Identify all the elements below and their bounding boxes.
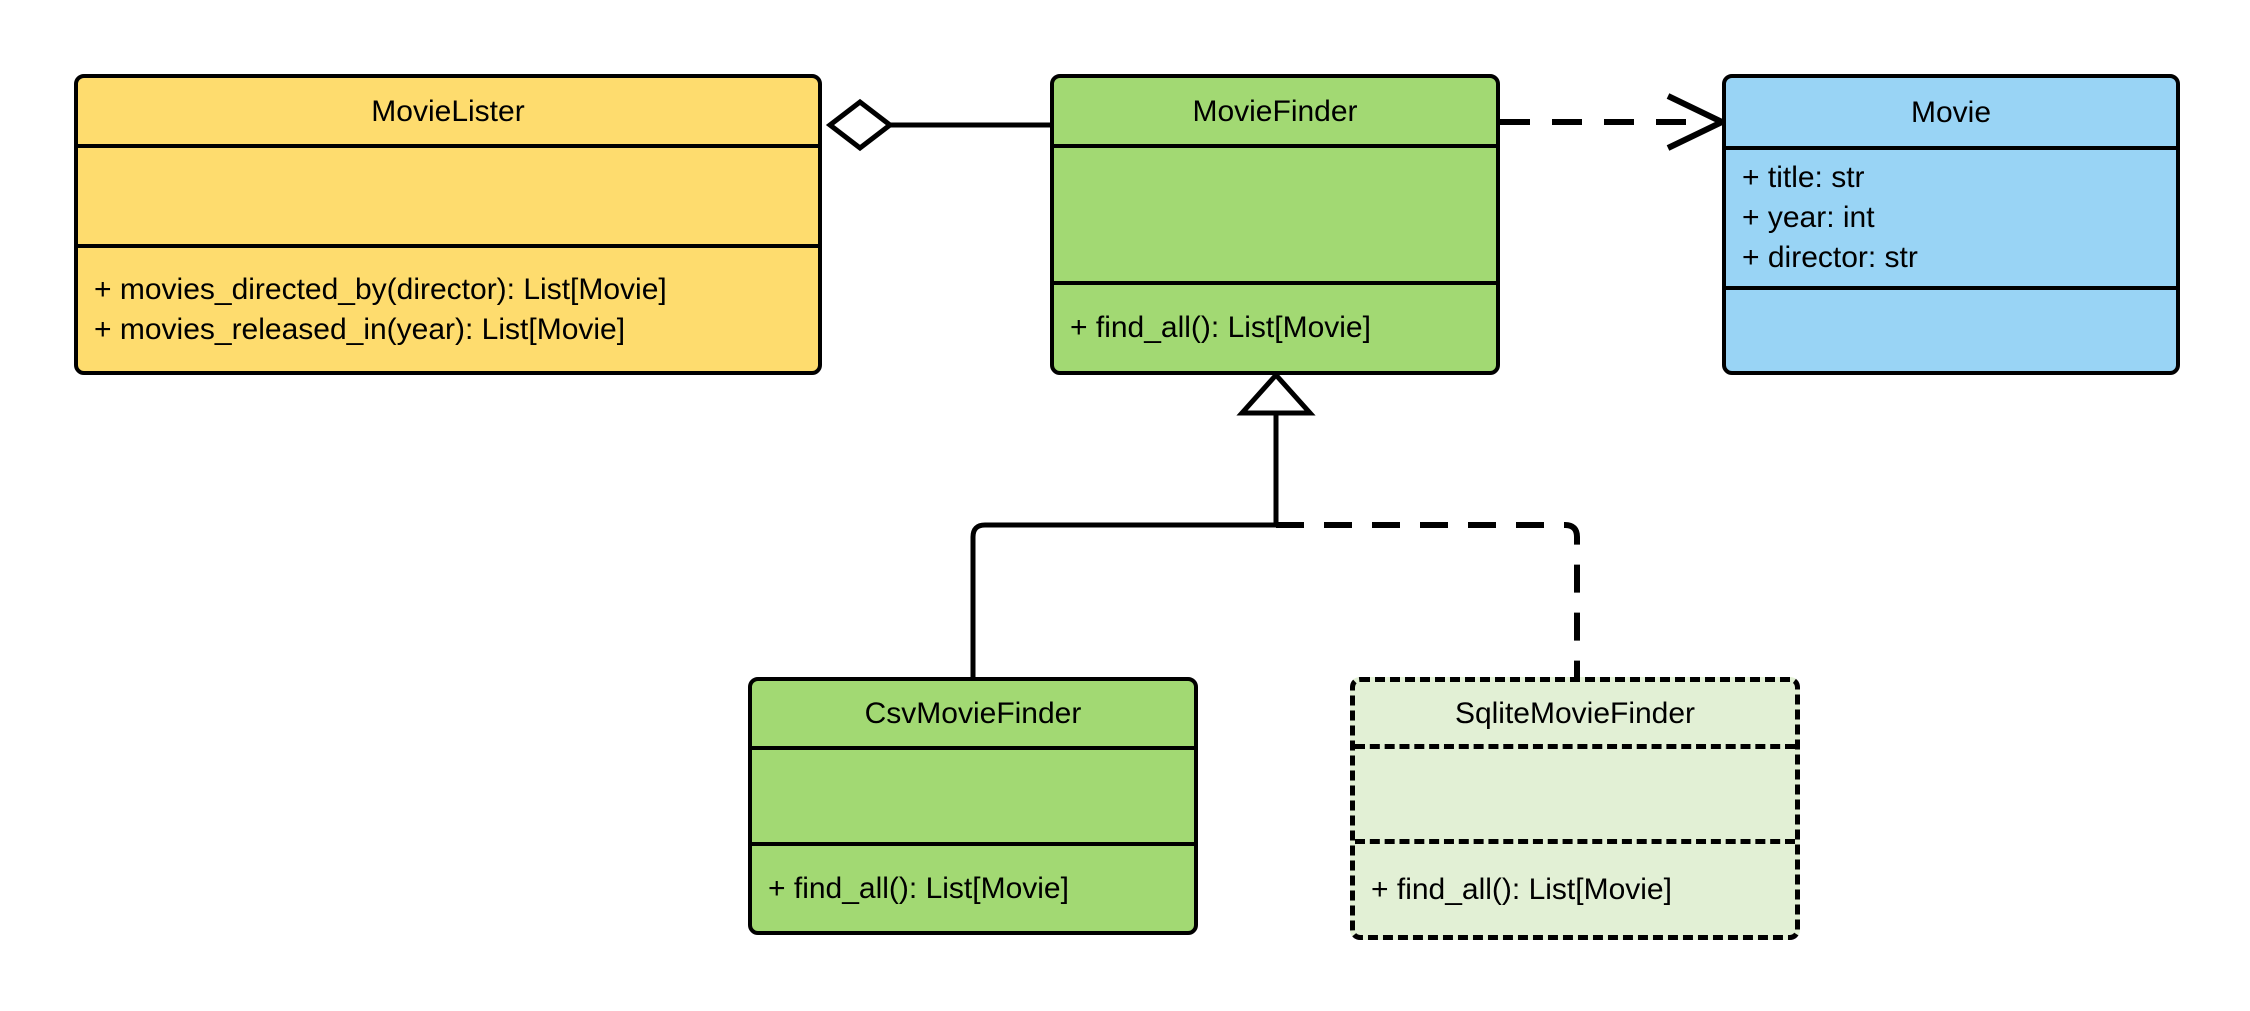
attributes-list: + title: str + year: int + director: str: [1726, 158, 2176, 278]
class-box-sqlite-movie-finder[interactable]: SqliteMovieFinder + find_all(): List[Mov…: [1350, 677, 1800, 940]
class-box-movie-lister[interactable]: MovieLister + movies_directed_by(directo…: [74, 74, 822, 375]
open-arrow-marker: [1666, 93, 1729, 151]
class-box-csv-movie-finder[interactable]: CsvMovieFinder + find_all(): List[Movie]: [748, 677, 1198, 935]
method-item: + find_all(): List[Movie]: [768, 871, 1069, 905]
attribute-item: + director: str: [1742, 240, 1918, 274]
class-name-compartment: CsvMovieFinder: [752, 681, 1194, 746]
class-name-label: CsvMovieFinder: [864, 697, 1082, 730]
class-name-compartment: MovieFinder: [1054, 78, 1496, 144]
method-item: + find_all(): List[Movie]: [1070, 311, 1371, 345]
methods-list: + find_all(): List[Movie]: [1355, 870, 1795, 910]
attributes-compartment: [78, 144, 818, 244]
attribute-item: + title: str: [1742, 161, 1865, 195]
attributes-compartment: [1054, 144, 1496, 281]
methods-compartment: + find_all(): List[Movie]: [752, 842, 1194, 931]
hollow-triangle-marker: [1236, 371, 1316, 416]
methods-list: + find_all(): List[Movie]: [1054, 308, 1496, 348]
methods-compartment: + movies_directed_by(director): List[Mov…: [78, 244, 818, 371]
attributes-compartment: + title: str + year: int + director: str: [1726, 146, 2176, 286]
inheritance-csv-line: [970, 522, 1276, 677]
methods-list: + movies_directed_by(director): List[Mov…: [78, 270, 818, 350]
methods-compartment: [1726, 286, 2176, 371]
relationship-aggregation-lister-finder: [825, 98, 1050, 152]
class-name-label: Movie: [1910, 95, 1992, 129]
attributes-compartment: [1355, 744, 1795, 839]
relationship-inheritance-csv-finder: [970, 522, 1276, 677]
methods-compartment: + find_all(): List[Movie]: [1355, 839, 1795, 935]
relationship-dependency-finder-movie: [1500, 93, 1729, 151]
class-box-movie-finder[interactable]: MovieFinder + find_all(): List[Movie]: [1050, 74, 1500, 375]
method-item: + find_all(): List[Movie]: [1371, 872, 1672, 906]
methods-compartment: + find_all(): List[Movie]: [1054, 281, 1496, 371]
class-name-compartment: Movie: [1726, 78, 2176, 146]
method-item: + movies_directed_by(director): List[Mov…: [94, 272, 667, 306]
relationship-inheritance-sqlite-finder: [1276, 522, 1580, 677]
inheritance-sqlite-line: [1276, 522, 1580, 677]
class-name-compartment: SqliteMovieFinder: [1355, 682, 1795, 744]
methods-list: + find_all(): List[Movie]: [752, 869, 1194, 909]
attribute-item: + year: int: [1742, 201, 1875, 235]
hollow-diamond-marker: [825, 98, 895, 152]
class-name-label: MovieLister: [371, 94, 525, 128]
relationship-generalization-stem: [1236, 371, 1316, 525]
class-name-compartment: MovieLister: [78, 78, 818, 144]
class-name-label: SqliteMovieFinder: [1454, 696, 1696, 730]
class-name-label: MovieFinder: [1192, 94, 1358, 128]
attributes-compartment: [752, 746, 1194, 842]
method-item: + movies_released_in(year): List[Movie]: [94, 312, 626, 346]
class-box-movie[interactable]: Movie + title: str + year: int + directo…: [1722, 74, 2180, 375]
